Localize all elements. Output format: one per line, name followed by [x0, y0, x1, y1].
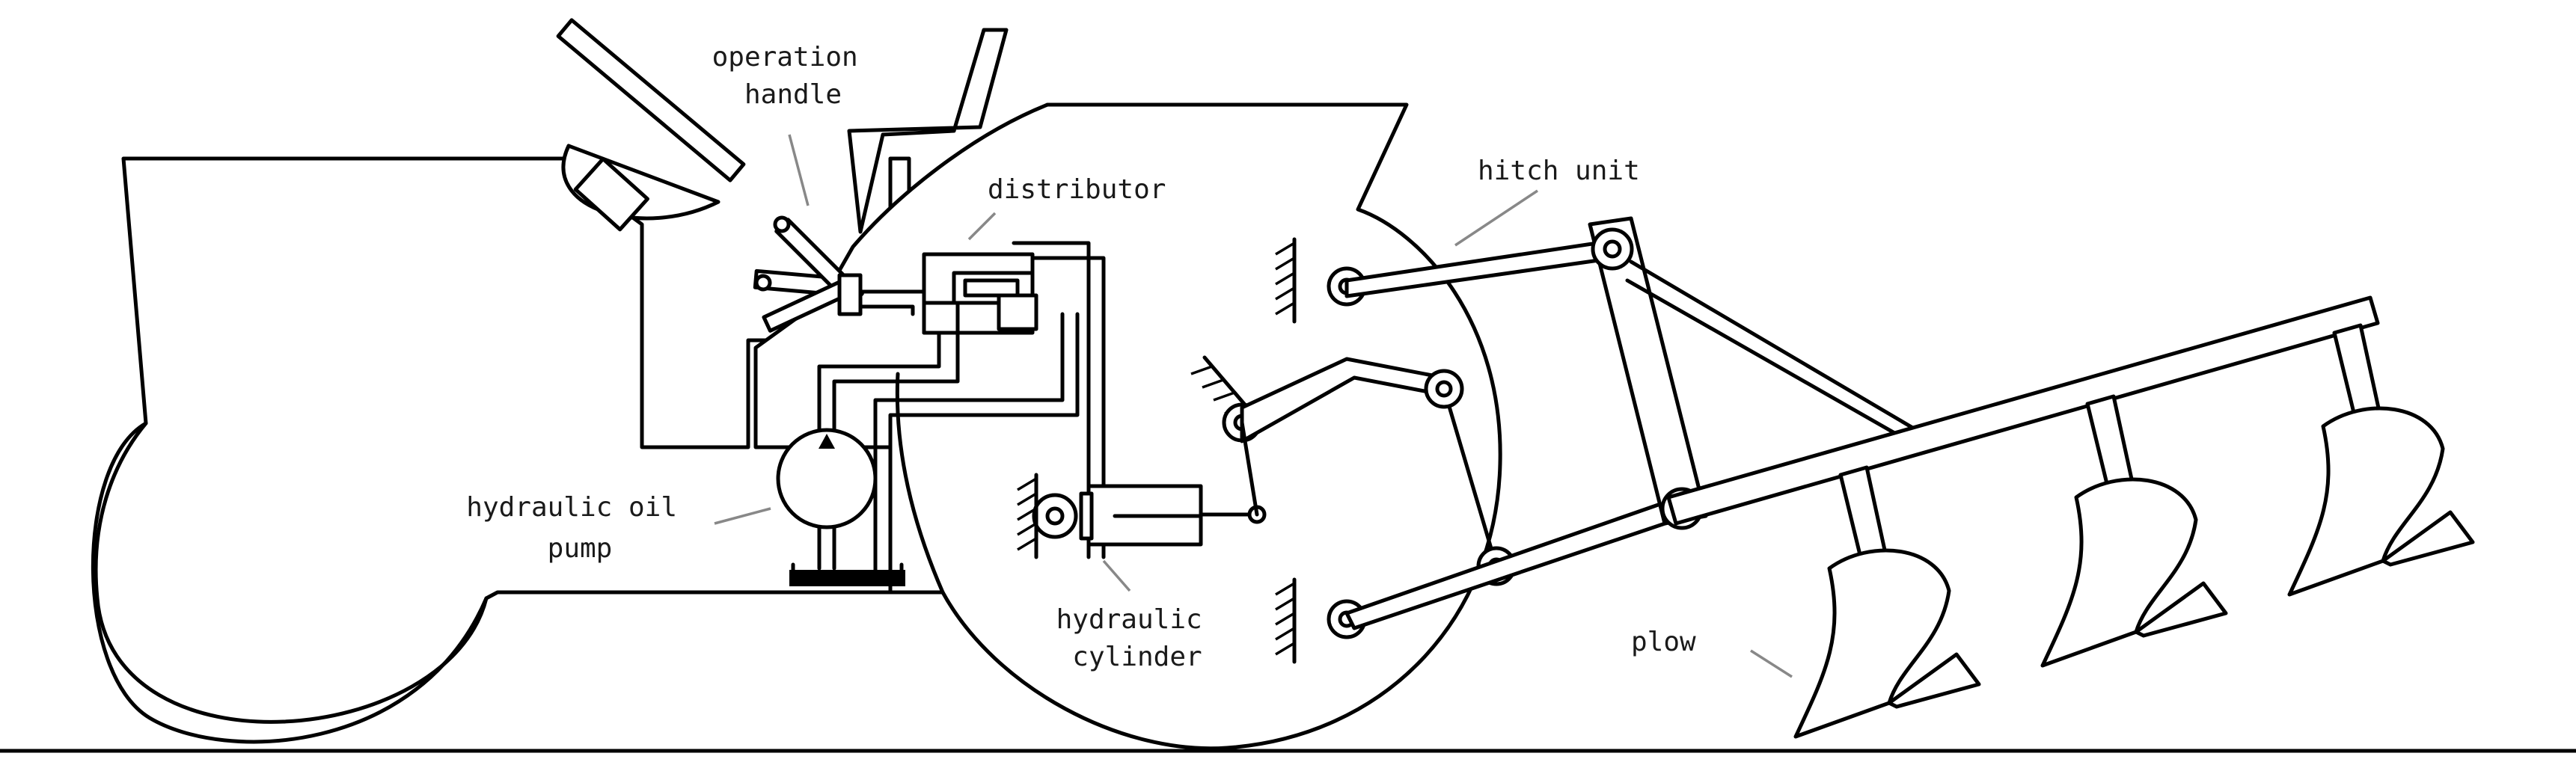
label-cylinder-line2: cylinder [1072, 642, 1202, 672]
leader-lines [714, 134, 1793, 678]
front-wheel [91, 421, 489, 744]
label-operation-handle-line2: handle [744, 79, 842, 110]
label-plow: plow [1631, 627, 1696, 657]
hitch-unit [1344, 216, 1925, 630]
label-hydraulic-oil-pump: hydraulic oil pump [466, 492, 693, 564]
seat [847, 28, 1009, 234]
label-operation-handle: operation handle [712, 42, 875, 110]
distributor-valve [922, 252, 1038, 335]
steering-wheel [556, 18, 746, 232]
operation-handle [753, 215, 864, 333]
label-cylinder-line1: hydraulic [1056, 604, 1202, 635]
label-distributor: distributor [988, 174, 1166, 205]
anchor-cylinder [1017, 473, 1038, 559]
label-hydraulic-cylinder: hydraulic cylinder [1056, 604, 1219, 672]
tractor-front-body [91, 156, 911, 744]
plow-bottom-3 [2287, 323, 2475, 597]
label-operation-handle-line1: operation [712, 42, 858, 73]
plow-bottom-2 [2040, 394, 2228, 668]
plow-bottom-1 [1793, 465, 1981, 739]
plow-beam [1666, 295, 2380, 526]
hydraulic-oil-pump [776, 428, 905, 586]
label-pump-line2: pump [548, 533, 613, 564]
hydraulic-cylinder [1032, 484, 1267, 547]
label-pump-line1: hydraulic oil [466, 492, 677, 523]
label-hitch-unit: hitch unit [1478, 156, 1640, 186]
